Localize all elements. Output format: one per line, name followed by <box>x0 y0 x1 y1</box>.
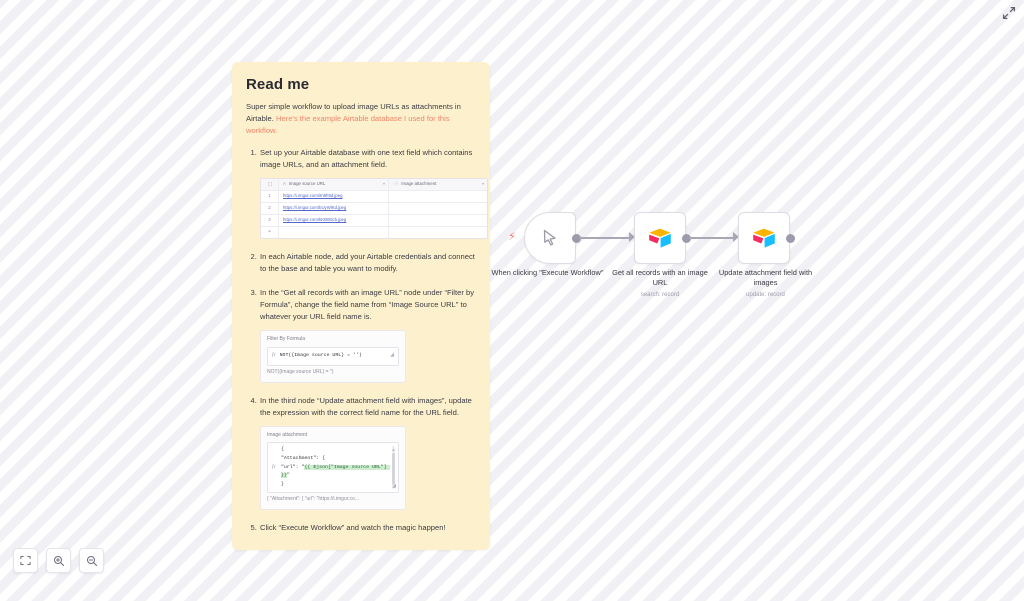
step-item-4: In the third node “Update attachment fie… <box>259 395 476 511</box>
step-item-5: Click “Execute Workflow” and watch the m… <box>259 522 476 534</box>
code-line-3-suffix: " <box>286 473 290 479</box>
fx-icon: fx <box>272 353 276 359</box>
select-all-checkbox[interactable] <box>261 178 279 190</box>
filter-formula-widget[interactable]: Filter By Formula fx NOT({Image source U… <box>260 329 406 383</box>
step-5-text: Click “Execute Workflow” and watch the m… <box>260 523 446 533</box>
attachment-field-icon: 📄 <box>393 181 399 187</box>
airtable-icon <box>649 228 671 248</box>
chevron-down-icon[interactable]: ▾ <box>382 181 385 187</box>
zoom-out-icon <box>86 555 97 566</box>
node-label-update-attachment: Update attachment field with images <box>718 268 813 287</box>
code-scrollbar[interactable]: ▲ <box>391 446 396 490</box>
code-line-1: { <box>281 447 284 453</box>
step-item-1: Set up your Airtable database with one t… <box>259 147 488 239</box>
connector-1[interactable] <box>579 237 631 239</box>
image-attachment-code[interactable]: {"Attachment": {"url": "{{ $json["Image … <box>281 446 390 489</box>
cell-attachment[interactable] <box>389 215 487 226</box>
lightning-bolt-icon: ⚡ <box>508 231 516 243</box>
airtable-example-link[interactable]: Here's the example Airtable database I u… <box>246 113 450 135</box>
step-4-text: In the third node “Update attachment fie… <box>260 395 472 417</box>
image-attachment-label: Image attachment <box>267 431 308 438</box>
connector-arrow-2 <box>733 232 739 242</box>
node-output-handle[interactable] <box>572 233 581 243</box>
cell-url[interactable]: https://i.imgur.com/kKB0Dcb.jpeg <box>279 214 389 226</box>
table-row[interactable]: 1 https://i.imgur.com/itn8h9d.jpeg <box>261 190 487 203</box>
column-header-attachment-label: Image attachment <box>401 180 437 186</box>
node-output-handle[interactable] <box>682 233 691 243</box>
cell-url[interactable]: https://i.imgur.com/bUyWlKd.jpeg <box>279 202 389 214</box>
image-attachment-widget[interactable]: Image attachment fx { "Attachment": { "url… <box>260 425 406 511</box>
filter-formula-result: NOT({Image source URL} = '') <box>267 368 334 375</box>
table-row[interactable]: 3 https://i.imgur.com/kKB0Dcb.jpeg <box>261 214 487 227</box>
step-3-text: In the “Get all records with an image UR… <box>260 287 474 321</box>
row-number: 2 <box>261 202 279 214</box>
image-attachment-editor[interactable]: fx {"Attachment": {"url": "{{ $json["Ima… <box>267 442 399 494</box>
cursor-pointer-icon <box>543 229 556 246</box>
fit-to-view-button[interactable] <box>13 548 38 573</box>
chevron-down-icon[interactable]: ▾ <box>481 181 484 187</box>
add-row-button[interactable]: + <box>261 226 279 238</box>
filter-formula-label: Filter By Formula <box>267 335 306 342</box>
text-field-icon: A <box>283 181 286 187</box>
add-row-url-cell[interactable] <box>279 226 389 238</box>
node-subtitle-get-records: search: record <box>640 292 680 298</box>
page-title: Read me <box>246 76 310 93</box>
node-get-all-records-with-an-image-url[interactable] <box>634 212 686 264</box>
expand-editor-icon[interactable]: ◢ <box>390 352 394 359</box>
steps-list: Set up your Airtable database with one t… <box>246 147 488 534</box>
zoom-out-button[interactable] <box>79 548 104 573</box>
filter-formula-value: NOT({Image source URL} = '') <box>279 353 362 359</box>
expand-icon[interactable] <box>1000 4 1018 22</box>
zoom-in-button[interactable] <box>46 548 71 573</box>
table-row[interactable]: 2 https://i.imgur.com/bUyWlKd.jpeg <box>261 202 487 215</box>
cell-attachment[interactable] <box>389 191 487 202</box>
node-output-handle[interactable] <box>786 233 795 243</box>
step-1-text: Set up your Airtable database with one t… <box>260 147 473 169</box>
canvas-controls <box>13 548 104 573</box>
column-header-url-label: Image source URL <box>288 180 326 186</box>
expand-editor-icon[interactable]: ◢ <box>392 483 396 490</box>
column-header-attachment[interactable]: 📄 Image attachment ▾ <box>389 179 487 190</box>
intro-text: Super simple workflow to upload image UR… <box>246 102 461 123</box>
connector-arrow-1 <box>629 232 635 242</box>
scroll-up-icon[interactable]: ▲ <box>391 447 396 453</box>
step-item-2: In each Airtable node, add your Airtable… <box>259 251 476 275</box>
workflow-graph: ⚡ When <box>492 200 840 315</box>
table-header-row: A Image source URL ▾ 📄 Image attachment … <box>261 178 487 191</box>
row-number: 3 <box>261 214 279 226</box>
table-add-row[interactable]: + <box>261 226 487 238</box>
code-line-2: "Attachment": { <box>281 456 326 462</box>
sticky-note[interactable]: Read me Super simple workflow to upload … <box>232 62 490 551</box>
scrollbar-thumb[interactable] <box>392 453 395 486</box>
filter-formula-input[interactable]: fx NOT({Image source URL} = '') ◢ <box>267 346 399 366</box>
row-number: 1 <box>261 190 279 202</box>
image-attachment-result: { "Attachment": { "url": "https://i.imgu… <box>267 496 359 503</box>
step-2-text: In each Airtable node, add your Airtable… <box>260 251 475 273</box>
column-header-url[interactable]: A Image source URL ▾ <box>279 178 389 190</box>
airtable-table-preview[interactable]: A Image source URL ▾ 📄 Image attachment … <box>260 177 488 239</box>
cell-attachment[interactable] <box>389 203 487 214</box>
cell-url[interactable]: https://i.imgur.com/itn8h9d.jpeg <box>279 190 389 202</box>
zoom-in-icon <box>53 555 64 566</box>
connector-2[interactable] <box>689 237 735 239</box>
intro-paragraph: Super simple workflow to upload image UR… <box>246 101 476 137</box>
node-when-clicking-execute-workflow[interactable] <box>524 212 576 264</box>
fit-to-view-icon <box>20 555 31 566</box>
node-label-trigger: When clicking "Execute Workflow" <box>491 268 604 277</box>
code-line-3-prefix: "url": " <box>281 464 305 470</box>
add-row-attachment-cell[interactable] <box>389 227 487 238</box>
node-update-attachment-field-with-images[interactable] <box>738 212 790 264</box>
node-subtitle-update-attachment: update: record <box>746 292 785 298</box>
step-item-3: In the “Get all records with an image UR… <box>259 287 476 383</box>
fx-icon: fx <box>272 464 276 470</box>
code-line-4: } <box>281 481 284 487</box>
node-label-get-records: Get all records with an image URL <box>612 268 708 287</box>
airtable-icon <box>753 228 775 248</box>
